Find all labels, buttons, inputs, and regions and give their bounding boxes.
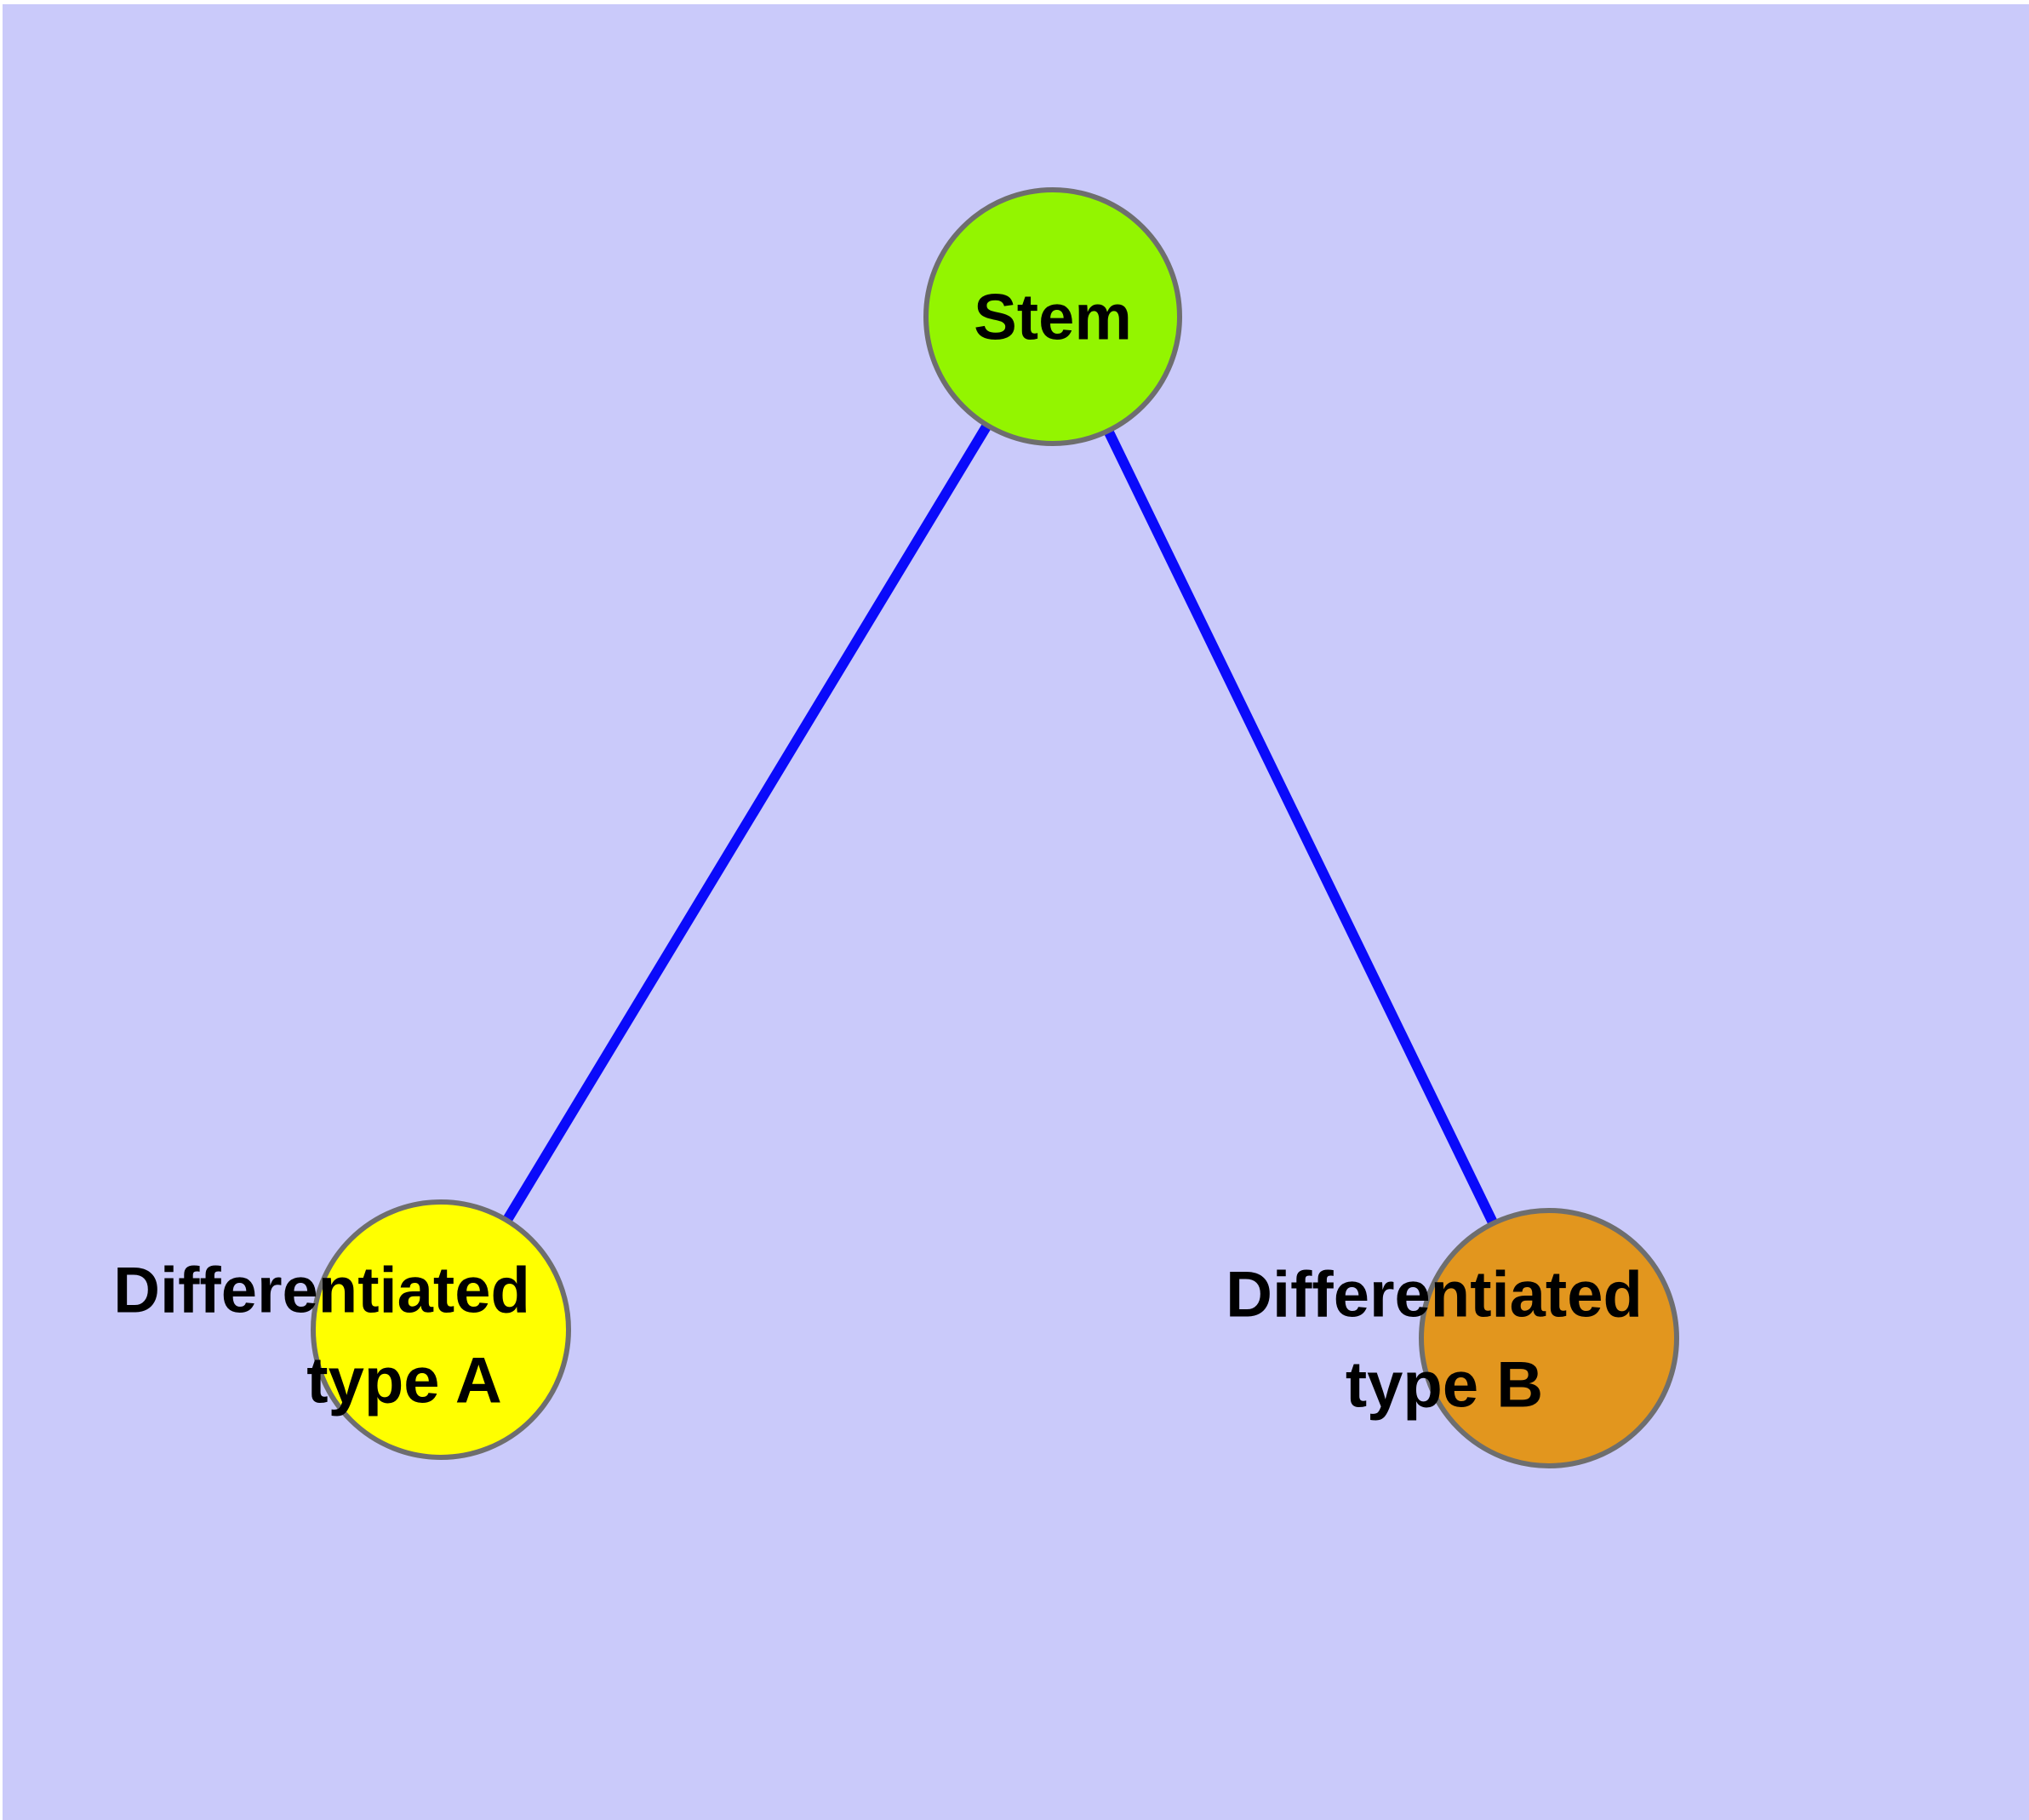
node-diff-a — [311, 1199, 571, 1460]
edge-stem-diff-a — [436, 313, 1058, 1333]
node-label-diff-a-line-2: type A — [306, 1345, 501, 1417]
node-label-diff-b-line-1: Differentiated — [1226, 1259, 1643, 1331]
node-label-stem-line-1: Stem — [974, 282, 1132, 354]
edges-layer — [436, 313, 1554, 1341]
edge-stem-diff-b — [1048, 314, 1554, 1341]
node-label-diff-b-line-2: type B — [1346, 1349, 1543, 1422]
nodes-layer — [311, 187, 1679, 1468]
node-stem — [923, 187, 1182, 446]
node-diff-b — [1419, 1208, 1679, 1468]
node-label-diff-a-line-1: Differentiated — [113, 1255, 530, 1327]
